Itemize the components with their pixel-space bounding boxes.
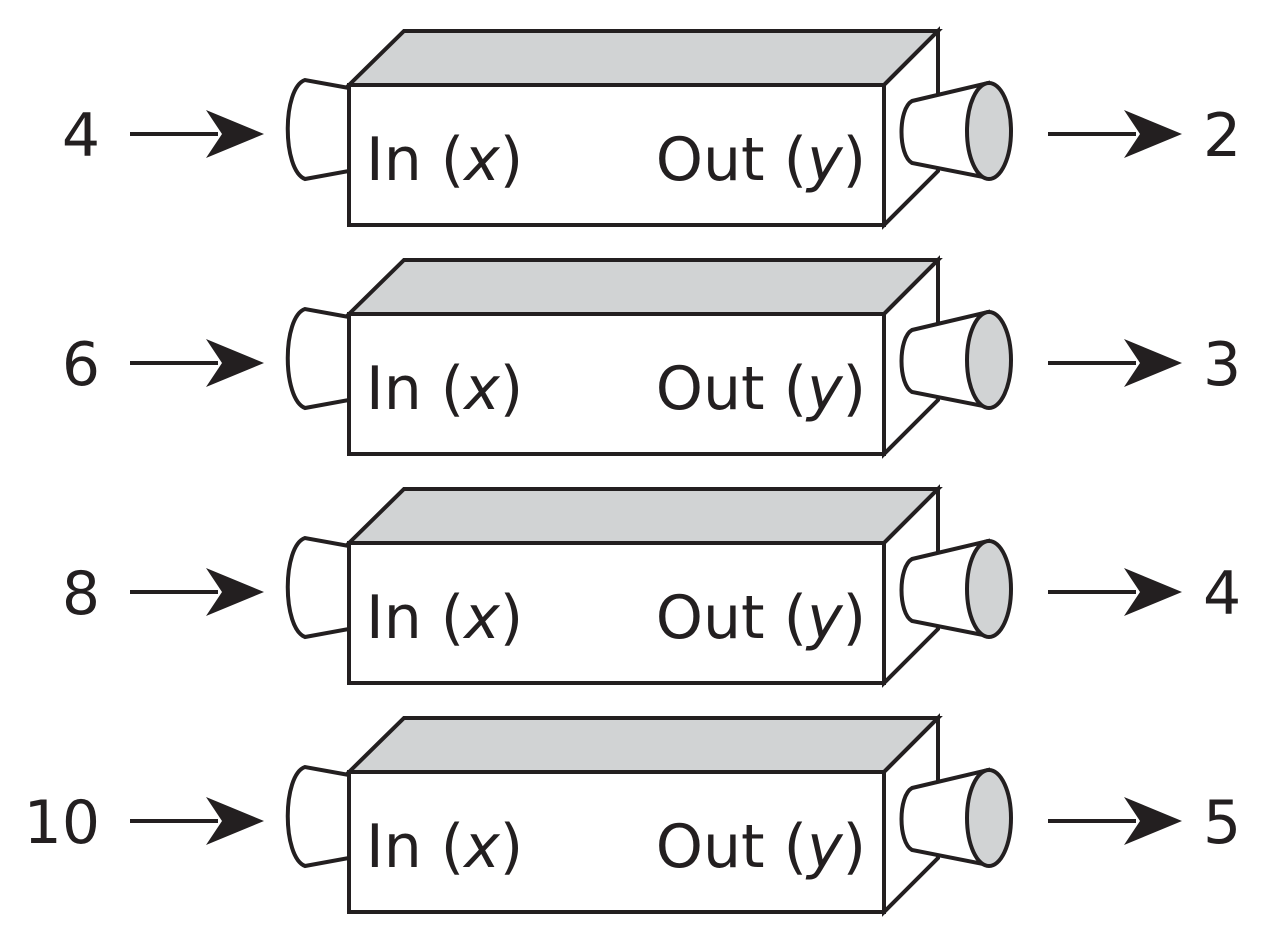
paren: ) — [843, 583, 866, 653]
output-funnel-opening — [965, 81, 1013, 181]
out-variable: y — [805, 354, 844, 424]
out-label-word: Out — [656, 583, 765, 653]
output-value: 4 — [1203, 559, 1241, 629]
in-label-word: In — [366, 583, 422, 653]
output-funnel — [899, 309, 990, 410]
out-label: Out (y) — [656, 812, 866, 882]
box-front-face — [347, 541, 886, 685]
out-variable: y — [805, 812, 844, 882]
out-label-word: Out — [656, 125, 765, 195]
box-top-face — [344, 716, 943, 774]
box-top-face — [344, 29, 943, 87]
output-funnel — [899, 767, 990, 868]
paren: ) — [843, 125, 866, 195]
input-arrowhead-icon — [206, 339, 264, 387]
input-value: 4 — [62, 101, 100, 171]
output-arrowhead-icon — [1124, 797, 1182, 845]
in-label: In (x) — [366, 125, 523, 195]
output-arrowhead-icon — [1124, 110, 1182, 158]
output-funnel-opening — [965, 768, 1013, 868]
paren: ( — [765, 125, 807, 195]
out-label-word: Out — [656, 812, 765, 882]
paren: ) — [843, 354, 866, 424]
in-label: In (x) — [366, 583, 523, 653]
paren: ( — [765, 812, 807, 882]
out-variable: y — [805, 583, 844, 653]
output-funnel-opening — [965, 539, 1013, 639]
out-label: Out (y) — [656, 583, 866, 653]
output-funnel-opening — [965, 310, 1013, 410]
input-arrowhead-icon — [206, 110, 264, 158]
input-funnel — [285, 764, 351, 869]
box-top-face — [344, 258, 943, 316]
out-label-word: Out — [656, 354, 765, 424]
in-variable: x — [462, 125, 500, 195]
output-value: 3 — [1203, 330, 1241, 400]
input-funnel — [285, 306, 351, 411]
input-value: 6 — [62, 330, 100, 400]
output-arrowhead-icon — [1124, 568, 1182, 616]
in-variable: x — [462, 354, 500, 424]
in-label-word: In — [366, 812, 422, 882]
in-label: In (x) — [366, 354, 523, 424]
input-arrowhead-icon — [206, 568, 264, 616]
output-funnel — [899, 80, 990, 181]
output-arrowhead-icon — [1124, 339, 1182, 387]
paren: ( — [422, 812, 464, 882]
paren: ) — [500, 125, 523, 195]
box-top-face — [344, 487, 943, 545]
out-variable: y — [805, 125, 844, 195]
input-funnel — [285, 535, 351, 640]
output-funnel — [899, 538, 990, 639]
paren: ( — [765, 583, 807, 653]
box-front-face — [347, 770, 886, 914]
in-label-word: In — [366, 125, 422, 195]
paren: ) — [500, 354, 523, 424]
input-funnel — [285, 77, 351, 182]
input-value: 10 — [24, 788, 100, 858]
out-label: Out (y) — [656, 354, 866, 424]
in-variable: x — [462, 583, 500, 653]
paren: ( — [422, 125, 464, 195]
output-value: 2 — [1203, 101, 1241, 171]
out-label: Out (y) — [656, 125, 866, 195]
in-label: In (x) — [366, 812, 523, 882]
paren: ) — [500, 583, 523, 653]
paren: ) — [500, 812, 523, 882]
box-front-face — [347, 312, 886, 456]
in-variable: x — [462, 812, 500, 882]
output-value: 5 — [1203, 788, 1241, 858]
in-label-word: In — [366, 354, 422, 424]
paren: ( — [422, 354, 464, 424]
input-arrowhead-icon — [206, 797, 264, 845]
paren: ) — [843, 812, 866, 882]
paren: ( — [765, 354, 807, 424]
paren: ( — [422, 583, 464, 653]
box-front-face — [347, 83, 886, 227]
input-value: 8 — [62, 559, 100, 629]
